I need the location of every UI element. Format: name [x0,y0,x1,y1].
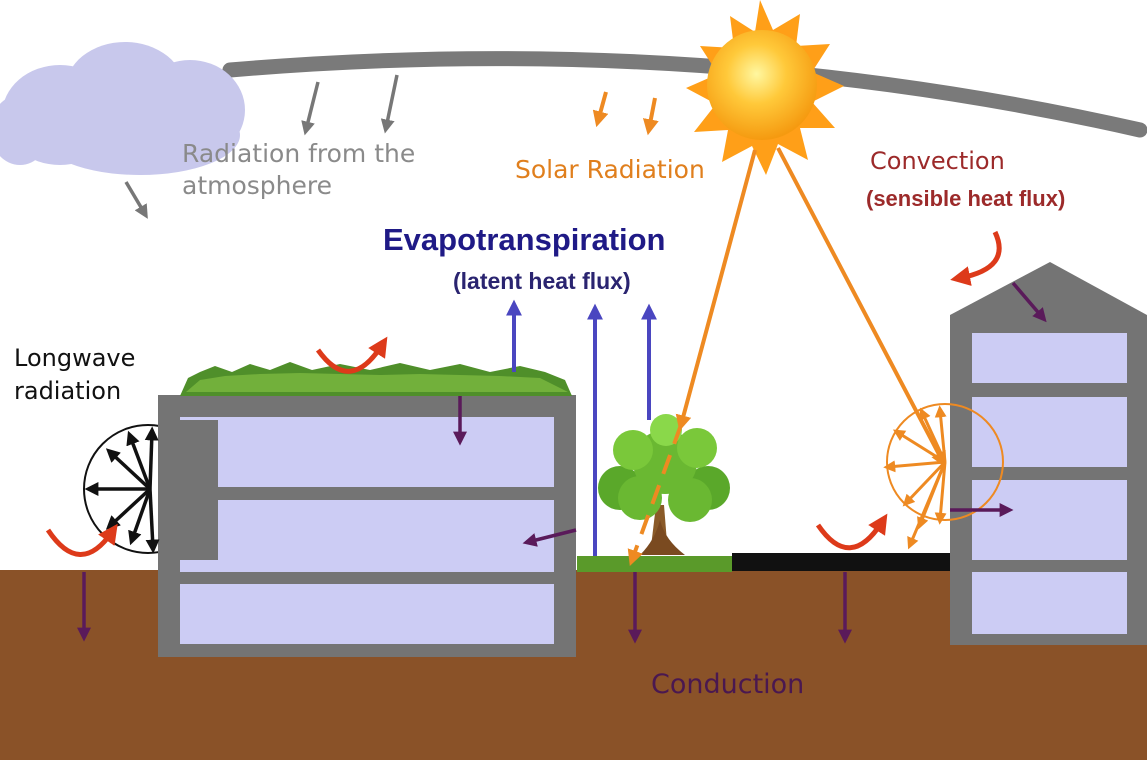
green-roof [180,362,572,396]
convection-arrows [45,230,1002,557]
atmosphere-label-line1: Radiation from the [182,139,416,168]
longwave-label-line2: radiation [14,377,122,405]
conduction-arrows [77,281,1047,644]
sensible-heat-label: (sensible heat flux) [866,186,1066,211]
conduction-label: Conduction [651,669,805,700]
solar-radiation-label: Solar Radiation [515,155,705,184]
atmosphere-band [222,51,1147,138]
atmosphere-label-line2: atmosphere [182,171,332,200]
pavement [732,553,950,571]
latent-heat-arrows [506,299,657,556]
solar-radiation-arrows [592,91,946,567]
reflected-radiation-fan [883,403,1004,550]
left-building [158,395,576,657]
right-building [950,262,1147,645]
latent-heat-label: (latent heat flux) [453,268,631,294]
atmosphere-arrows [124,74,399,219]
sun-icon [686,0,844,175]
grass-strip [577,556,732,572]
tree-icon [598,414,730,555]
evapotranspiration-label: Evapotranspiration [383,222,666,257]
longwave-radiation-fan [83,420,218,560]
cloud-icon [0,42,245,175]
convection-label: Convection [870,147,1005,175]
longwave-label-line1: Longwave [14,344,136,372]
